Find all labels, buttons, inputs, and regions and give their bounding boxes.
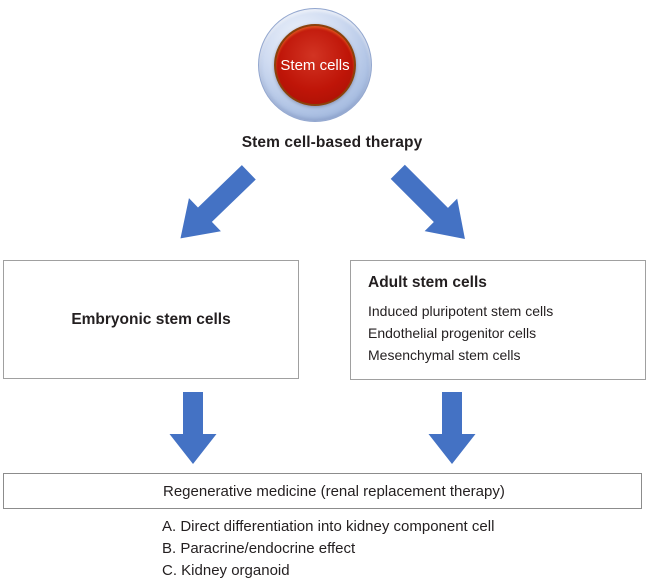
regenerative-medicine-box: Regenerative medicine (renal replacement…	[3, 473, 642, 509]
adult-box-item: Induced pluripotent stem cells	[368, 303, 554, 319]
adult-box-item: Endothelial progenitor cells	[368, 325, 537, 341]
outcome-list: A. Direct differentiation into kidney co…	[162, 516, 494, 582]
adult-box-item: Mesenchymal stem cells	[368, 347, 521, 363]
stem-cells-ring: Stem cells	[258, 8, 372, 122]
diagram-title: Stem cell-based therapy	[241, 134, 423, 151]
adult-box-title: Adult stem cells	[368, 274, 487, 291]
regenerative-medicine-label: Regenerative medicine (renal replacement…	[163, 482, 505, 500]
embryonic-stem-cells-box: Embryonic stem cells	[3, 260, 299, 379]
embryonic-box-title: Embryonic stem cells	[71, 310, 231, 328]
arrow-down-right-icon	[390, 164, 465, 239]
outcome-list-item: C. Kidney organoid	[162, 562, 290, 579]
arrow-down-left-icon	[180, 165, 256, 239]
adult-stem-cells-box: Adult stem cells Induced pluripotent ste…	[350, 260, 646, 380]
arrow-down-icon	[169, 392, 217, 464]
stem-cells-core: Stem cells	[274, 24, 356, 106]
outcome-list-item: B. Paracrine/endocrine effect	[162, 540, 356, 557]
arrow-down-icon	[428, 392, 476, 464]
outcome-list-item: A. Direct differentiation into kidney co…	[162, 518, 495, 535]
stem-cells-label: Stem cells	[280, 56, 350, 74]
